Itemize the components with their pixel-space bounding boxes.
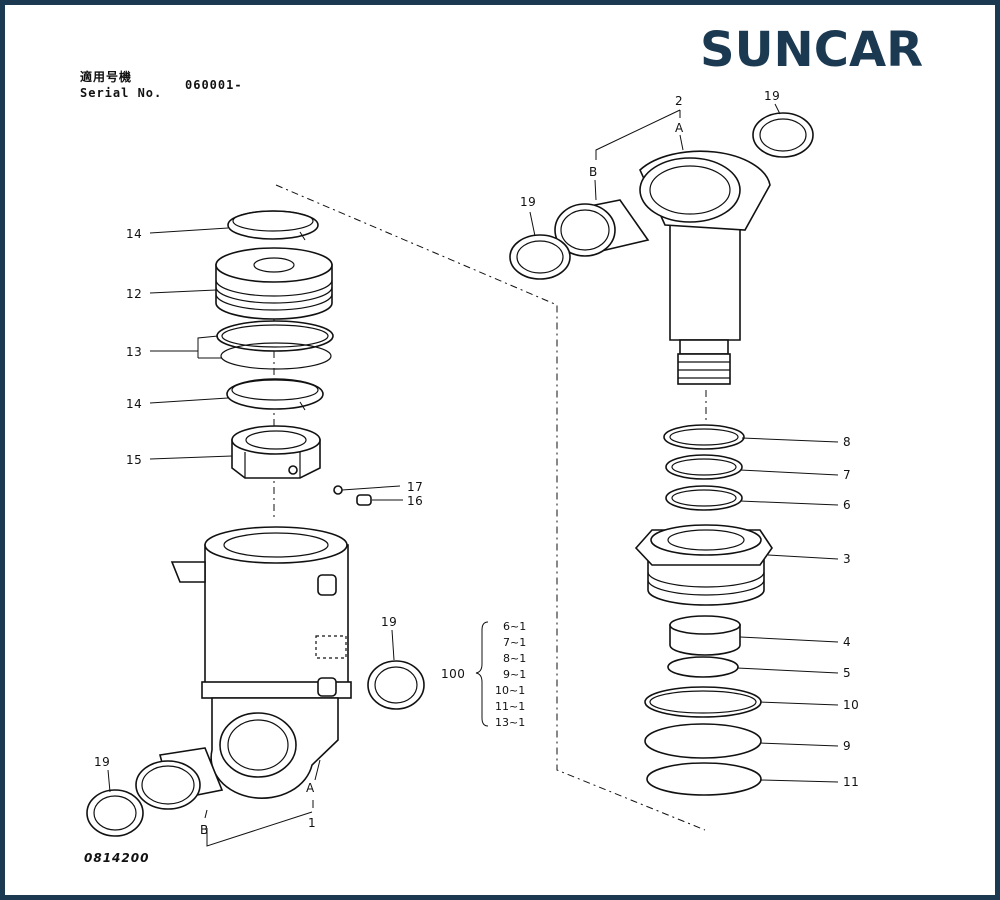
bushing-left (135, 747, 224, 810)
dust-seal-19-left-rod (509, 234, 571, 280)
dust-seal-19-bottom-left (86, 789, 144, 837)
o-ring-9 (644, 723, 762, 759)
callout-a-left: A (306, 781, 315, 795)
cylinder-tube-1 (170, 526, 352, 799)
kit-item: 9~1 (503, 668, 526, 681)
callout-19-top-right: 19 (764, 89, 780, 103)
snap-ring-5 (667, 656, 739, 678)
rod-2 (639, 150, 771, 385)
callout-19-bottom-left: 19 (94, 755, 110, 769)
callout-12: 12 (126, 287, 142, 301)
callout-13: 13 (126, 345, 142, 359)
seal-13 (216, 320, 334, 370)
ball-17 (333, 485, 343, 495)
kit-item: 11~1 (495, 700, 525, 713)
bushing-right (554, 199, 650, 257)
set-screw-16 (356, 494, 372, 506)
kit-item: 10~1 (495, 684, 525, 697)
kit-item: 6~1 (503, 620, 526, 633)
brand-logo: SUNCAR (700, 22, 923, 78)
dust-seal-19-middle (367, 660, 425, 710)
applicable-label: 適用号機 (80, 69, 132, 84)
kit-item: 8~1 (503, 652, 526, 665)
piston-12 (215, 247, 333, 320)
serial-value: 060001- (185, 78, 243, 92)
serial-label: Serial No. (80, 86, 162, 100)
callout-11: 11 (843, 775, 859, 789)
rod-cover-3 (634, 524, 773, 606)
callout-10: 10 (843, 698, 859, 712)
drawing-code: 0814200 (84, 851, 149, 865)
kit-item: 13~1 (495, 716, 525, 729)
callout-b-right: B (589, 165, 598, 179)
callout-7: 7 (843, 468, 851, 482)
callout-15: 15 (126, 453, 142, 467)
kit-item: 7~1 (503, 636, 526, 649)
ring-11 (646, 762, 762, 796)
dust-seal-19-top-right (752, 112, 814, 158)
callout-14-bottom: 14 (126, 397, 142, 411)
callout-19-left-rod: 19 (520, 195, 536, 209)
callout-16: 16 (407, 494, 423, 508)
nut-15 (231, 425, 321, 479)
callout-2: 2 (675, 94, 683, 108)
callout-b-left: B (200, 823, 209, 837)
callout-3: 3 (843, 552, 851, 566)
wear-ring-14-top (227, 210, 319, 241)
callout-8: 8 (843, 435, 851, 449)
kit-item-list: 6~1 7~1 8~1 9~1 10~1 11~1 13~1 (495, 620, 526, 729)
callout-9: 9 (843, 739, 851, 753)
bushing-4 (669, 615, 741, 656)
callout-4: 4 (843, 635, 851, 649)
assembly-axis-line (275, 184, 706, 831)
callout-6: 6 (843, 498, 851, 512)
callout-1: 1 (308, 816, 316, 830)
leader-lines (107, 103, 839, 847)
callout-5: 5 (843, 666, 851, 680)
callout-a-right: A (675, 121, 684, 135)
callout-19-middle: 19 (381, 615, 397, 629)
logo-text: SUNCAR (700, 22, 923, 78)
callout-17: 17 (407, 480, 423, 494)
callout-100: 100 (441, 667, 465, 681)
wear-ring-14-bottom (226, 378, 324, 411)
callout-14-top: 14 (126, 227, 142, 241)
